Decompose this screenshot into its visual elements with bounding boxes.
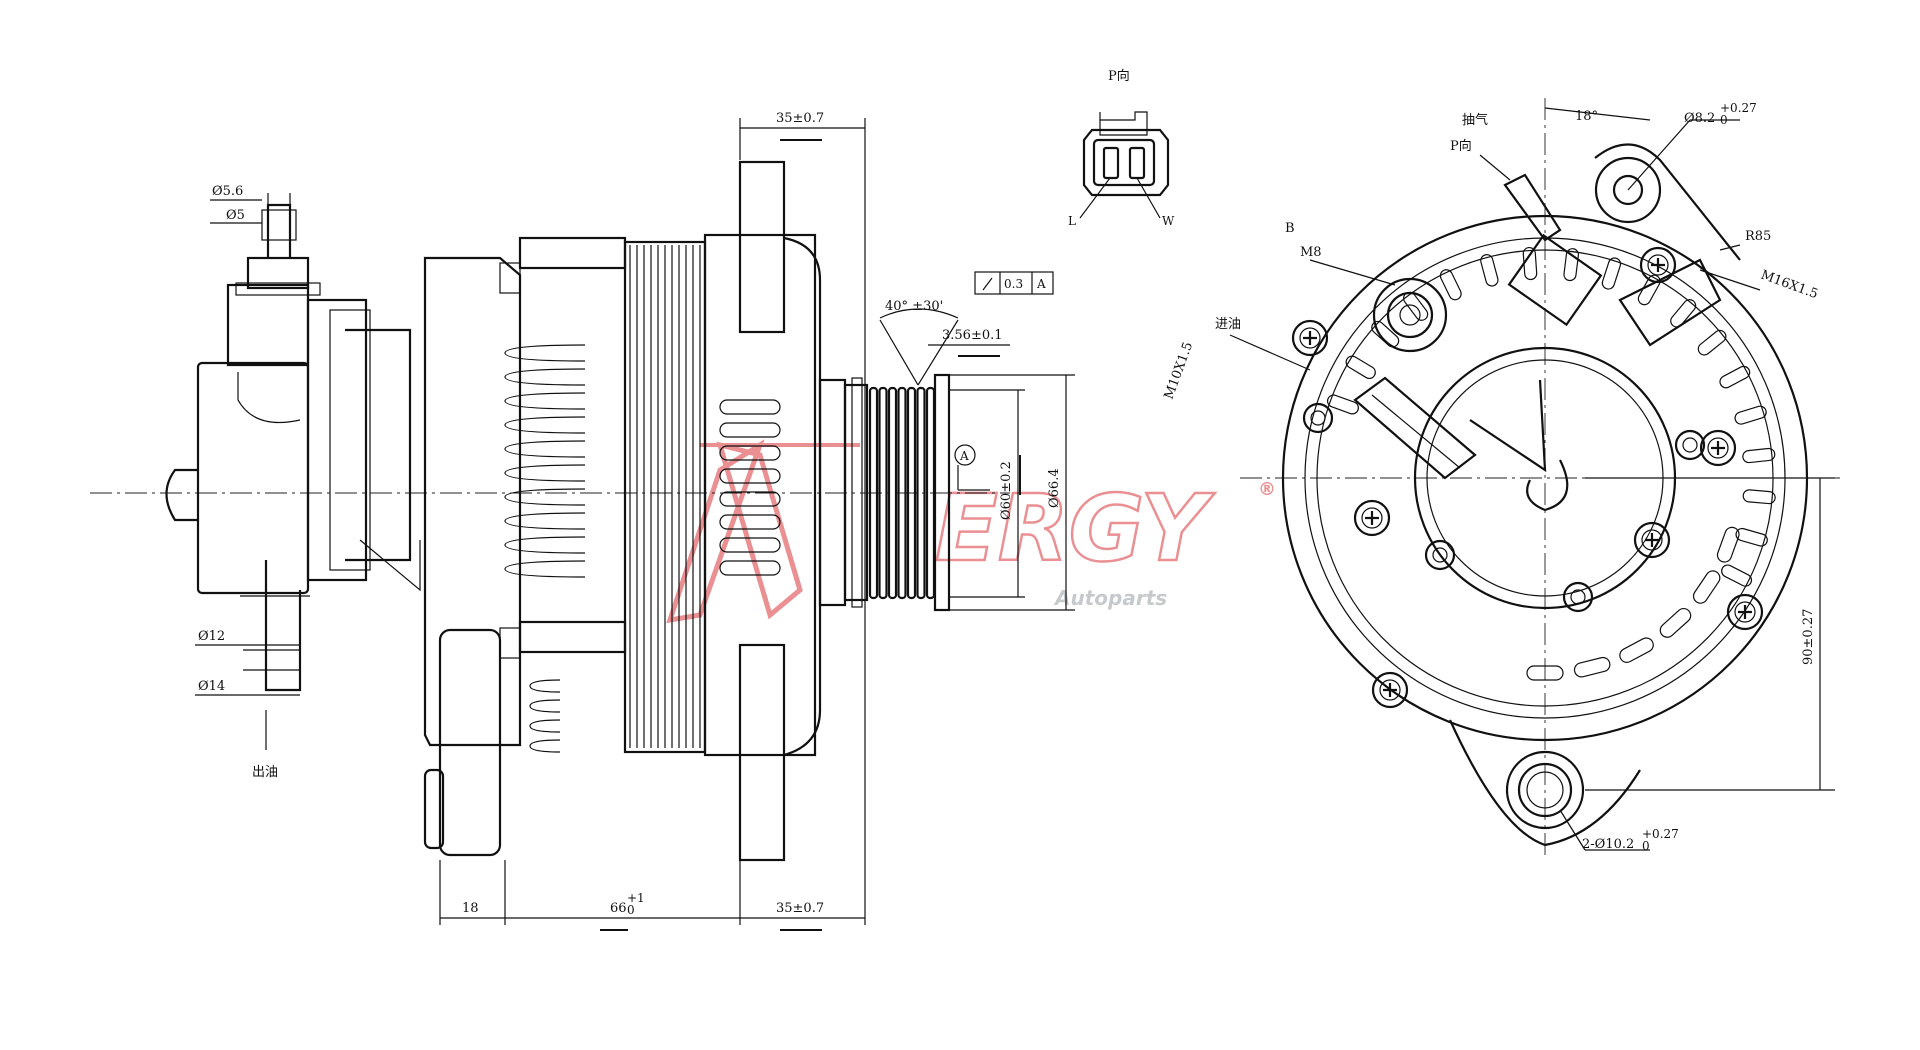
dim-d5: Ø5 [226,208,245,223]
cooling-fins [504,245,701,753]
pin-l: L [1068,214,1076,228]
label-m10: M10X1.5 [1162,340,1197,401]
runout-datum: A [1036,277,1046,291]
pulley [843,373,951,612]
dim-66: 66 [610,901,627,916]
pump-dims: Ø5.6 Ø5 Ø12 Ø14 出油 [195,184,300,780]
front-fan-slots [719,399,781,576]
dim-groove-pitch: 3.56±0.1 [942,328,1003,343]
hole-d82-tol2: 0 [1720,113,1728,127]
label-oil-in: 进油 [1215,317,1241,332]
dim-width-top-group: 35±0.7 [739,111,866,925]
dim-d664: Ø66.4 [1047,468,1062,508]
runout-value: 0.3 [1004,277,1023,291]
side-view: Ø5.6 Ø5 Ø12 Ø14 出油 [90,111,1075,931]
hole-d82-tol: +0.27 [1720,101,1757,115]
watermark-registered: ® [1258,479,1276,500]
hole-2d102: 2-Ø10.2 [1582,837,1634,852]
oil-inlet-fitting [1353,376,1477,480]
hole-d82: Ø8.2 [1684,111,1715,126]
bottom-mount-ear [1505,750,1585,830]
label-r85: R85 [1745,229,1771,244]
watermark-logo: ERGY ® Autoparts [666,439,1276,624]
top-mount-ear [1594,156,1662,224]
label-m8: M8 [1300,245,1322,260]
angle-label: 40° ±30' [885,299,943,314]
bottom-dims: 18 66 +1 0 35±0.7 [439,860,865,931]
datum-a-circle [954,444,976,466]
angle-18: 18° [1575,109,1598,124]
label-oil-out: 出油 [252,765,278,780]
connector-view-label: P向 [1108,68,1130,84]
housing-screws [1291,246,1764,709]
pulley-diameter-group: Ø60±0.2 Ø66.4 A [949,374,1075,611]
alternator-housing [423,160,847,862]
label-p-direction: P向 [1450,138,1472,154]
runout-frame [974,271,1054,295]
hole-2d102-tol: +0.27 [1642,827,1679,841]
pin-w: W [1162,214,1175,228]
watermark-sub: Autoparts [1053,586,1167,610]
label-exhaust: 抽气 [1462,112,1488,128]
dim-18: 18 [462,901,479,916]
dim-d56: Ø5.6 [212,184,243,199]
datum-a: A [959,449,969,463]
dim-90: 90±0.27 [1801,609,1816,665]
vacuum-pump [165,203,421,692]
dim-66-tol2: 0 [627,903,635,917]
dim-d12: Ø12 [198,629,225,644]
dim-width-top: 35±0.7 [776,111,824,126]
dim-66-tol: +1 [627,891,645,905]
watermark-brand: ERGY [935,475,1215,582]
hole-2d102-tol2: 0 [1642,839,1650,853]
housing-slots [1326,246,1776,681]
label-m16: M16X1.5 [1759,268,1820,303]
dim-d60: Ø60±0.2 [999,461,1014,520]
groove-angle-group: 40° ±30' 0.3 A 3.56±0.1 [879,271,1054,386]
dim-35-bottom: 35±0.7 [776,901,824,916]
b-terminal [1372,277,1448,353]
label-b: B [1285,221,1295,236]
dim-d14: Ø14 [198,679,225,694]
connector-view: P向 L W [1068,68,1175,228]
